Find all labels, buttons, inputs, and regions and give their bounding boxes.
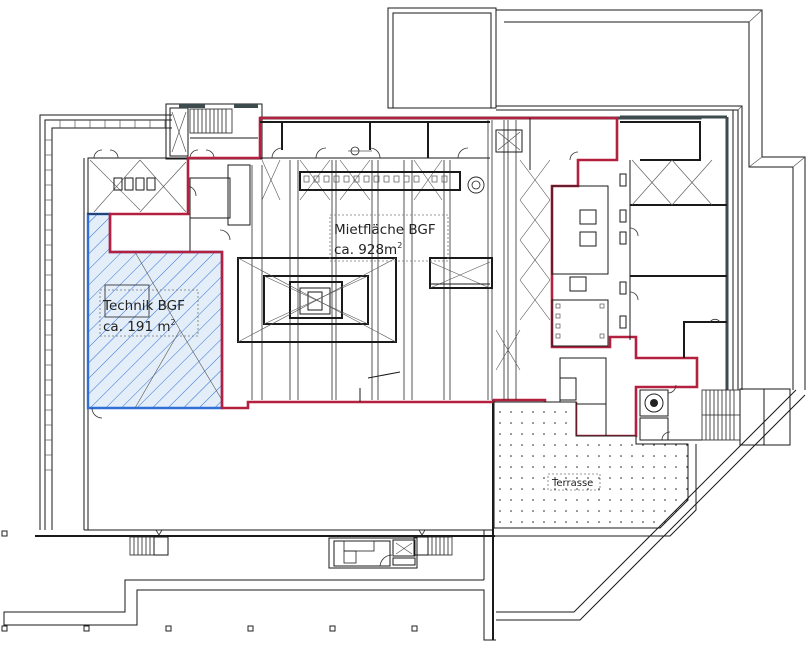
technik-label: Technik BGF ca. 191 m2	[102, 298, 185, 335]
technik-size: ca. 191 m2	[103, 318, 176, 335]
south-east-core	[559, 357, 791, 446]
structural-grid	[251, 120, 517, 400]
north-west-core	[165, 103, 263, 160]
central-void	[237, 257, 493, 402]
north-offices	[260, 118, 579, 201]
level-triangle-icon	[155, 529, 163, 536]
west-balcony	[39, 114, 172, 530]
north-east-structure	[387, 7, 806, 390]
south-stairs	[129, 536, 453, 569]
west-rooms	[87, 149, 251, 253]
mietflaeche-name: Mietfläche BGF	[334, 222, 436, 238]
door-swing	[91, 407, 103, 419]
mietflaeche-outline	[108, 116, 699, 438]
level-triangle-icon	[418, 529, 426, 536]
east-core	[551, 160, 639, 347]
terrace-area: Terrasse	[493, 389, 806, 621]
east-offices	[495, 121, 727, 371]
mietflaeche-size: ca. 928m2	[334, 241, 402, 258]
columns	[1, 530, 418, 632]
south-terrace-outline	[3, 530, 496, 641]
terrasse-label: Terrasse	[551, 478, 593, 489]
technik-name: Technik BGF	[102, 298, 185, 314]
mietflaeche-label: Mietfläche BGF ca. 928m2	[329, 214, 449, 262]
